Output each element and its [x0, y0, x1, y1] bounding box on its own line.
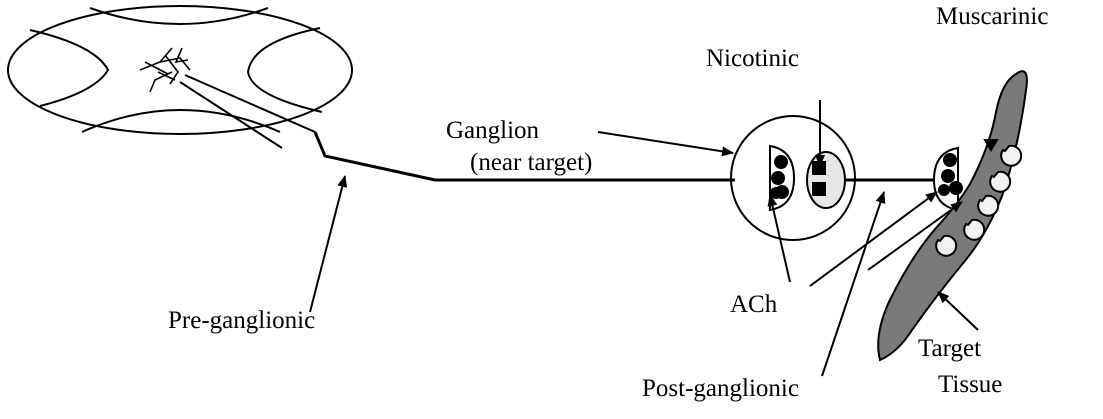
- neuron-cell-body: [139, 47, 191, 93]
- ach-vesicle: [941, 169, 955, 183]
- muscarinic-receptors: [935, 139, 1023, 257]
- ganglion-label: Ganglion: [446, 117, 540, 144]
- ach-triangle: [983, 139, 999, 152]
- ganglion-outline: [730, 115, 856, 241]
- ganglion-arrow: [597, 131, 734, 157]
- target-tissue: [877, 70, 1028, 362]
- label-arrows: [309, 100, 979, 377]
- muscarinic-receptor: [989, 170, 1012, 193]
- near-target-label: (near target): [470, 149, 593, 176]
- muscarinic-receptor: [977, 194, 1000, 217]
- ach-arrow-ganglion: [767, 194, 791, 283]
- ach-label: ACh: [730, 291, 778, 318]
- ach-vesicle: [938, 184, 950, 196]
- pre-ganglionic-arrow: [309, 175, 348, 313]
- muscarinic-receptor: [1000, 144, 1023, 167]
- spinal-cord-section: [7, 5, 353, 135]
- ganglion: [730, 115, 856, 241]
- post-ganglionic-arrow: [821, 191, 886, 377]
- ach-vesicle: [774, 155, 788, 169]
- grey-matter-outline: [29, 7, 323, 133]
- pre-ganglionic-axon: [179, 74, 735, 182]
- ach-vesicle: [943, 153, 957, 167]
- ach-vesicle: [949, 181, 963, 195]
- target-label: Target: [918, 335, 982, 362]
- muscarinic-label: Muscarinic: [936, 3, 1049, 30]
- nicotinic-label: Nicotinic: [706, 45, 800, 72]
- post-ganglionic-label: Post-ganglionic: [642, 375, 799, 402]
- spinal-cord-outline: [7, 5, 353, 135]
- post-cell-body: [806, 151, 846, 209]
- tissue-label: Tissue: [938, 371, 1003, 398]
- pre-ganglionic-label: Pre-ganglionic: [168, 307, 316, 334]
- ach-vesicle: [771, 171, 785, 185]
- ach-vesicle: [770, 187, 782, 199]
- post-arrow-2: [867, 201, 963, 271]
- post-terminal: [932, 146, 963, 212]
- muscarinic-receptor: [935, 234, 958, 257]
- nicotinic-receptor: [812, 182, 826, 196]
- ach-arrow-terminal: [809, 191, 938, 287]
- target-tissue-arrow: [937, 291, 979, 331]
- muscarinic-receptor: [963, 218, 986, 241]
